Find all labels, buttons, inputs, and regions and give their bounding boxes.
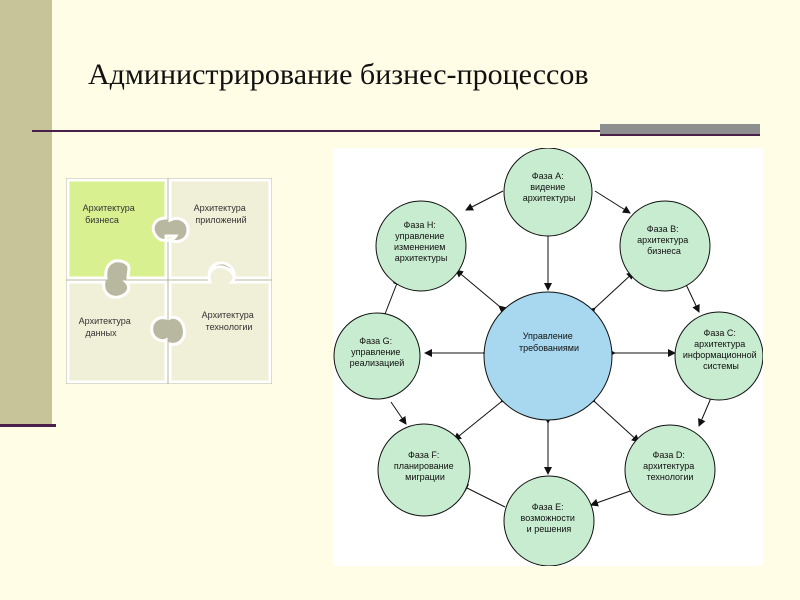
- slide-title: Администрирование бизнес-процессов: [88, 58, 589, 91]
- phase-f-label: Фаза F: планирование миграции: [394, 450, 456, 482]
- phase-c-label: Фаза С: архитектура информационной систе…: [683, 328, 759, 371]
- phase-f-node: [377, 423, 471, 517]
- phase-a-node: [503, 148, 593, 237]
- left-accent-line: [0, 424, 56, 427]
- phase-b-label: Фаза В: архитектура бизнеса: [637, 224, 691, 256]
- arrow-a-h: [465, 190, 504, 211]
- puzzle-piece-data: [66, 280, 168, 384]
- puzzle-piece-tech: [168, 265, 272, 384]
- architecture-cycle-diagram: Управление требованиями Фаза А: видение …: [333, 148, 763, 566]
- spoke-arrows: [424, 229, 676, 475]
- phase-h-label: Фаза Н: управление изменением архитектур…: [394, 220, 448, 263]
- spoke-b: [587, 271, 635, 316]
- phase-h-node: [375, 200, 467, 292]
- arrow-d-e: [590, 489, 634, 507]
- puzzle-piece-business: [66, 178, 179, 280]
- title-divider: [32, 130, 600, 132]
- puzzle-label-data: Архитектура данных: [79, 316, 134, 338]
- phase-e-node: [503, 475, 595, 566]
- title-divider-accent: [600, 124, 760, 136]
- left-accent-bar: [0, 0, 52, 425]
- arrow-g-f: [390, 401, 407, 425]
- arrow-e-f: [460, 484, 506, 508]
- spoke-f: [453, 394, 509, 441]
- title-divider-accent-line: [600, 134, 760, 136]
- phase-b-node: [619, 200, 711, 292]
- phase-d-label: Фаза D: архитектура технологии: [643, 450, 697, 482]
- puzzle-label-apps: Архитектура приложений: [194, 203, 249, 225]
- spoke-h: [455, 269, 507, 314]
- spoke-d: [587, 394, 640, 443]
- arrow-a-b: [594, 190, 631, 214]
- phase-g-label: Фаза G: управление реализацией: [350, 336, 405, 368]
- phase-c-node: [674, 311, 763, 401]
- center-node: [483, 291, 613, 421]
- phase-a-label: Фаза А: видение архитектуры: [523, 171, 576, 203]
- center-label: Управление требованиями: [519, 331, 579, 353]
- puzzle-label-business: Архитектура бизнеса: [83, 203, 138, 225]
- architecture-puzzle: Архитектура бизнеса Архитектура приложен…: [66, 178, 272, 384]
- arrow-c-d: [698, 397, 712, 427]
- phase-g-node: [333, 312, 421, 400]
- phase-e-label: Фаза Е: возможности и решения: [521, 502, 578, 534]
- puzzle-label-tech: Архитектура технологии: [202, 310, 257, 332]
- phase-d-node: [624, 424, 716, 516]
